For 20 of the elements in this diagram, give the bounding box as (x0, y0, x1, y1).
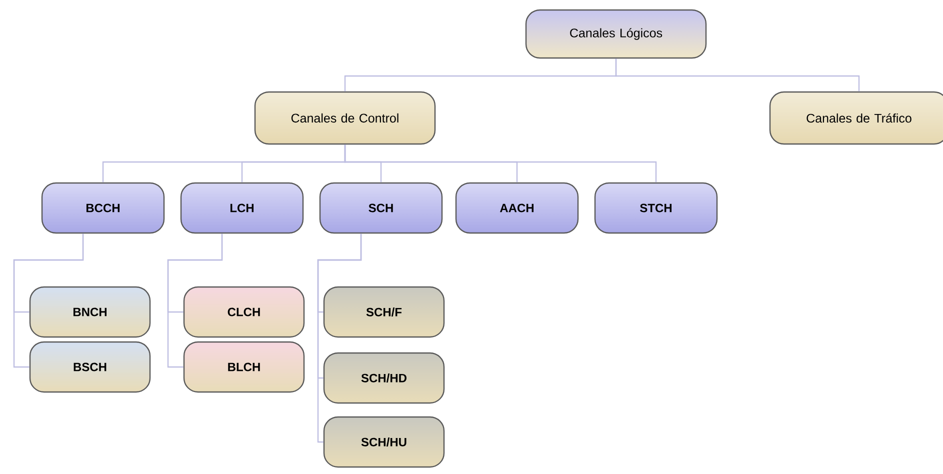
channel-box: SCH (319, 182, 443, 234)
connector (344, 144, 657, 182)
category-box: Canales de Control (254, 91, 436, 145)
channel-box: SCH/HD (323, 352, 445, 404)
category-box: Canales de Tráfico (769, 91, 943, 145)
channel-box: LCH (180, 182, 304, 234)
channel-box: BLCH (183, 341, 305, 393)
connector (167, 234, 223, 368)
connector (615, 58, 860, 92)
channel-box: BNCH (29, 286, 151, 338)
channel-box: CLCH (183, 286, 305, 338)
channel-box: BCCH (41, 182, 165, 234)
channel-box: BSCH (29, 341, 151, 393)
channel-box: SCH/HU (323, 416, 445, 468)
channel-box: SCH/F (323, 286, 445, 338)
channel-box: AACH (455, 182, 579, 234)
connector (317, 234, 362, 443)
channel-box: STCH (594, 182, 718, 234)
connector (13, 234, 84, 368)
category-box: Canales Lógicos (525, 9, 707, 59)
